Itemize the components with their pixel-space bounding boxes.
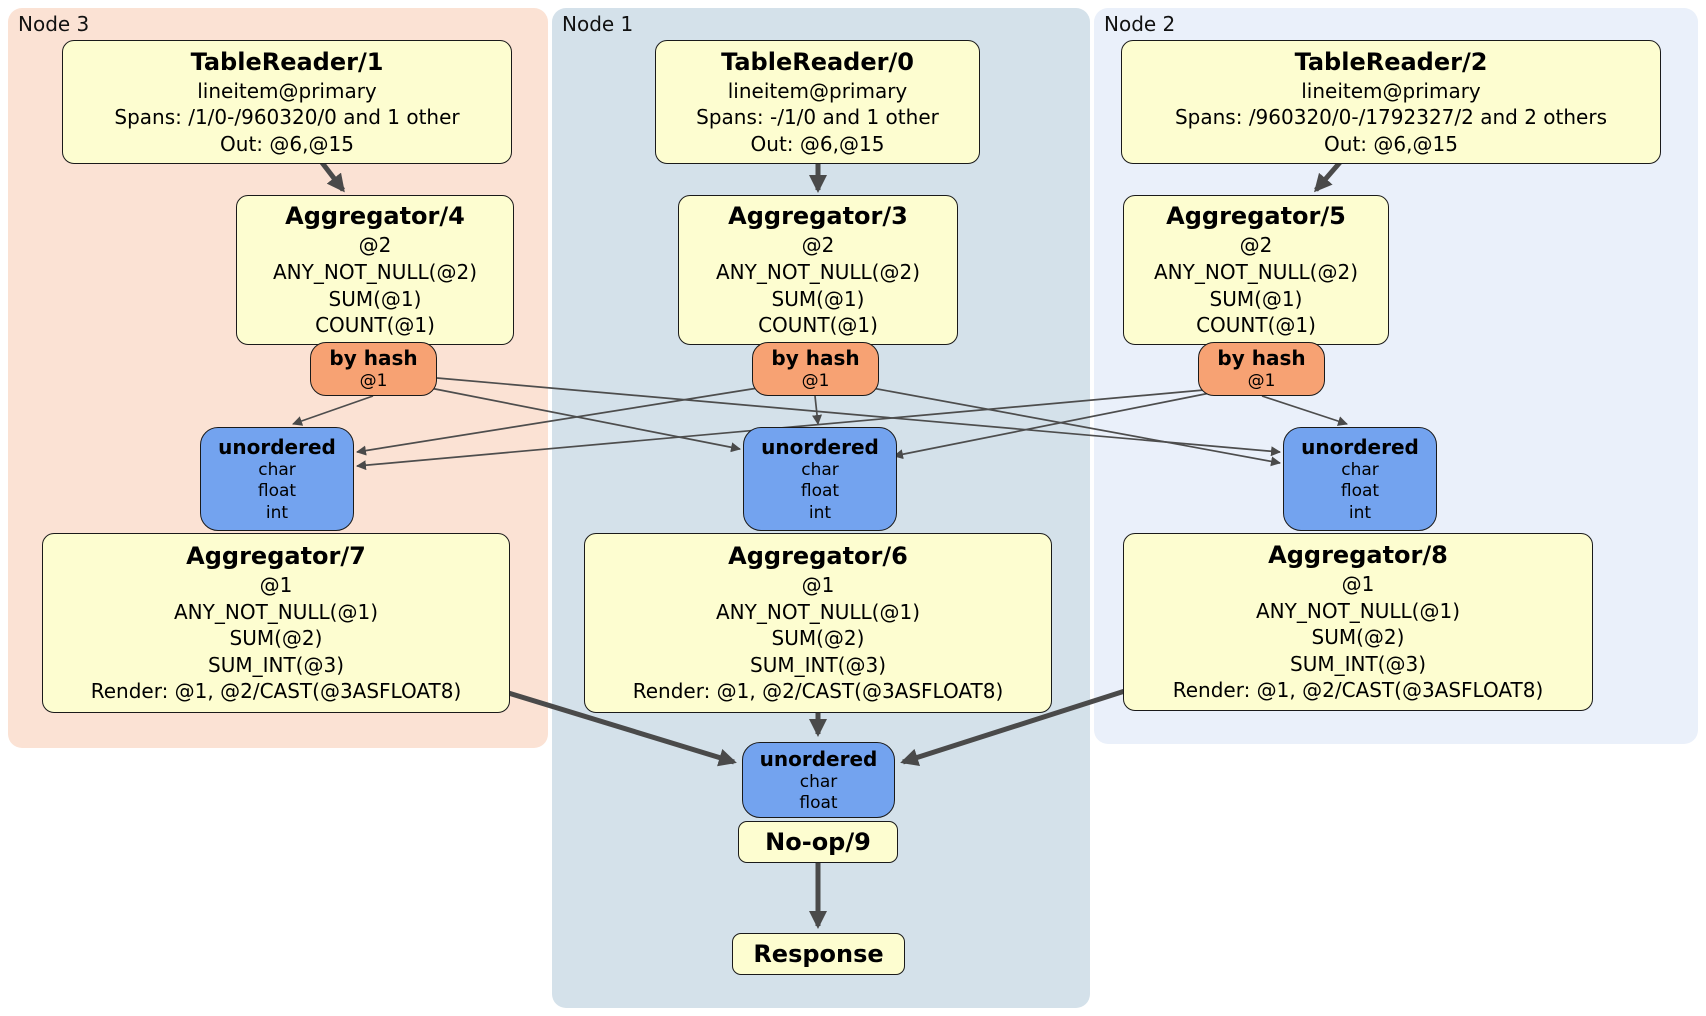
box-title: TableReader/0 (721, 47, 914, 76)
box-line: Spans: -/1/0 and 1 other (696, 105, 939, 130)
box-line: SUM(@1) (1209, 286, 1303, 311)
box-line: lineitem@primary (1301, 78, 1481, 103)
box-title: Aggregator/4 (285, 202, 465, 231)
unordered-sync-7: unordered char float int (200, 427, 354, 531)
box-line: SUM(@2) (771, 626, 865, 651)
box-line: Spans: /960320/0-/1792327/2 and 2 others (1174, 105, 1607, 130)
router-title: by hash (1217, 346, 1306, 371)
box-line: ANY_NOT_NULL(@2) (716, 260, 920, 284)
box-title: Aggregator/7 (186, 541, 366, 570)
box-line: ANY_NOT_NULL(@1) (174, 599, 378, 624)
box-line: SUM(@2) (229, 626, 323, 651)
router-detail: @1 (1247, 371, 1276, 392)
noop-9-box: No-op/9 (738, 821, 898, 863)
sync-line: float (1340, 481, 1380, 502)
box-line: Render: @1, @2/CAST(@3ASFLOAT8) (1172, 678, 1544, 703)
box-line: SUM(@1) (771, 286, 865, 311)
box-line: Spans: /1/0-/960320/0 and 1 other (114, 105, 460, 130)
box-line: COUNT(@1) (1196, 313, 1316, 338)
box-line: @2 (1239, 233, 1273, 258)
box-title: No-op/9 (765, 827, 871, 856)
cluster-label-node-2: Node 2 (1104, 12, 1176, 36)
sync-line: float (257, 481, 297, 502)
box-line: Out: @6,@15 (750, 131, 885, 156)
sync-line: char (1341, 460, 1379, 481)
tablereader-1-box: TableReader/1 lineitem@primary Spans: /1… (62, 40, 512, 164)
sync-title: unordered (759, 746, 878, 771)
box-line: ANY_NOT_NULL(@1) (716, 599, 920, 624)
box-line: COUNT(@1) (758, 313, 878, 338)
box-title: Aggregator/8 (1268, 540, 1448, 569)
tablereader-2-box: TableReader/2 lineitem@primary Spans: /9… (1121, 40, 1661, 164)
box-title: TableReader/2 (1294, 47, 1488, 76)
sync-title: unordered (761, 435, 879, 460)
unordered-sync-8: unordered char float int (1283, 427, 1437, 531)
box-line: Render: @1, @2/CAST(@3ASFLOAT8) (632, 679, 1004, 704)
router-detail: @1 (359, 371, 388, 392)
sync-line: int (1348, 502, 1372, 523)
response-box: Response (732, 933, 905, 975)
aggregator-6-box: Aggregator/6 @1 ANY_NOT_NULL(@1) SUM(@2)… (584, 533, 1052, 713)
tablereader-0-box: TableReader/0 lineitem@primary Spans: -/… (655, 40, 980, 164)
box-line: lineitem@primary (727, 78, 908, 103)
box-title: Aggregator/3 (728, 202, 908, 231)
box-line: ANY_NOT_NULL(@2) (1154, 260, 1358, 284)
unordered-sync-final: unordered char float (742, 742, 895, 818)
sync-line: char (801, 460, 839, 481)
box-line: SUM_INT(@3) (208, 652, 344, 677)
box-title: Aggregator/6 (728, 541, 908, 570)
box-line: Render: @1, @2/CAST(@3ASFLOAT8) (90, 679, 462, 704)
unordered-sync-6: unordered char float int (743, 427, 897, 531)
cluster-label-node-3: Node 3 (18, 12, 90, 36)
box-line: @1 (259, 573, 293, 598)
box-line: Out: @6,@15 (1324, 131, 1458, 156)
sync-line: int (808, 502, 832, 523)
box-title: Aggregator/5 (1166, 202, 1346, 231)
box-line: SUM(@1) (328, 286, 422, 311)
box-line: SUM(@2) (1311, 625, 1405, 650)
box-line: @2 (801, 233, 835, 258)
hash-router-4: by hash @1 (310, 342, 437, 396)
box-line: SUM_INT(@3) (750, 652, 886, 677)
aggregator-7-box: Aggregator/7 @1 ANY_NOT_NULL(@1) SUM(@2)… (42, 533, 510, 713)
box-line: @2 (358, 233, 392, 258)
aggregator-4-box: Aggregator/4 @2 ANY_NOT_NULL(@2) SUM(@1)… (236, 195, 514, 345)
aggregator-5-box: Aggregator/5 @2 ANY_NOT_NULL(@2) SUM(@1)… (1123, 195, 1389, 345)
box-line: Out: @6,@15 (220, 131, 354, 156)
router-detail: @1 (801, 371, 830, 392)
sync-line: float (800, 481, 840, 502)
hash-router-5: by hash @1 (1198, 342, 1325, 396)
sync-line: int (265, 502, 289, 523)
box-line: @1 (1341, 572, 1375, 597)
box-line: lineitem@primary (197, 78, 377, 103)
hash-router-3: by hash @1 (752, 342, 879, 396)
box-line: ANY_NOT_NULL(@1) (1256, 598, 1460, 623)
box-line: COUNT(@1) (315, 313, 435, 338)
router-title: by hash (771, 346, 860, 371)
box-line: SUM_INT(@3) (1290, 651, 1426, 676)
aggregator-8-box: Aggregator/8 @1 ANY_NOT_NULL(@1) SUM(@2)… (1123, 533, 1593, 711)
sync-title: unordered (218, 435, 336, 460)
box-line: ANY_NOT_NULL(@2) (273, 260, 477, 284)
box-title: TableReader/1 (190, 47, 384, 76)
box-line: @1 (801, 573, 835, 598)
router-title: by hash (329, 346, 418, 371)
sync-title: unordered (1301, 435, 1419, 460)
cluster-label-node-1: Node 1 (562, 12, 634, 36)
box-title: Response (753, 939, 884, 968)
aggregator-3-box: Aggregator/3 @2 ANY_NOT_NULL(@2) SUM(@1)… (678, 195, 958, 345)
sync-line: char (799, 771, 838, 792)
sync-line: float (799, 793, 838, 813)
sync-line: char (258, 460, 296, 481)
